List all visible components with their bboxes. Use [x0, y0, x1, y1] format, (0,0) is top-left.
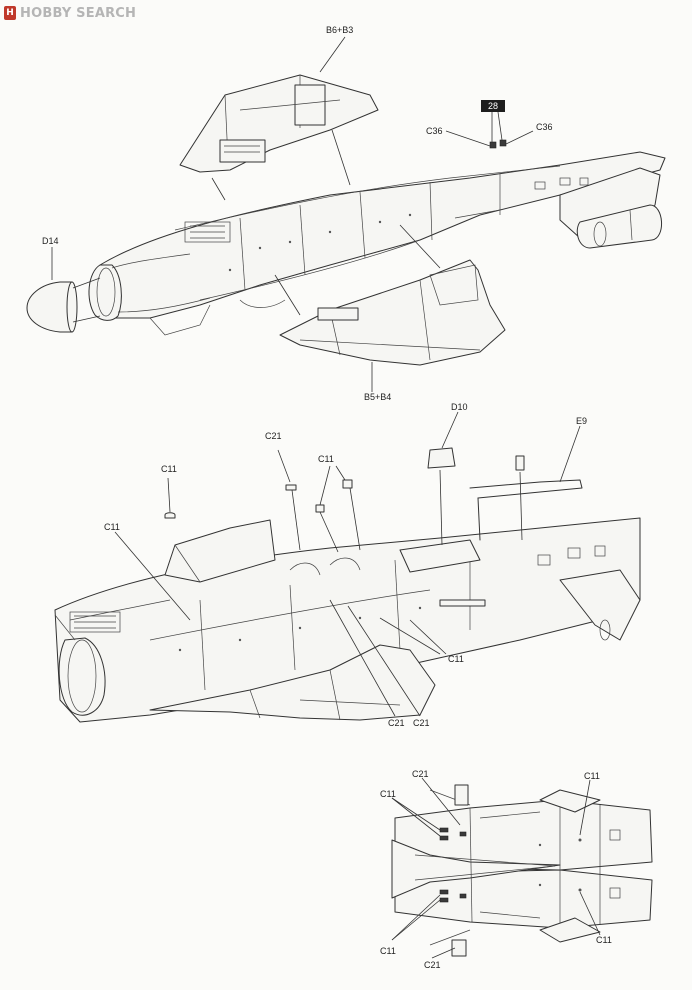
part-e9-shape [515, 455, 525, 471]
logo-mark-icon: H [4, 6, 16, 20]
label-d10: D10 [451, 402, 468, 412]
label-c21-top: C21 [265, 431, 282, 441]
middle-leader-lines [114, 411, 581, 717]
middle-small-parts [164, 447, 583, 541]
label-b6-b3: B6+B3 [326, 25, 354, 35]
inset-label-c21-bottom: C21 [424, 960, 441, 970]
inset-label-c21-top: C21 [412, 769, 429, 779]
inset-leader-lines [391, 777, 601, 959]
label-d14: D14 [42, 236, 59, 246]
label-c21-bottom-a: C21 [388, 718, 405, 728]
upper-wing-part-b6-b3 [179, 74, 379, 173]
inset-label-c11-right-bottom: C11 [596, 935, 612, 945]
label-c11-mid-right: C11 [448, 654, 464, 664]
label-c11-top-mid: C11 [318, 454, 334, 464]
label-c11-mid-left: C11 [104, 522, 120, 532]
logo-wordmark: HOBBY SEARCH [20, 5, 137, 21]
middle-assembly-fuselage [54, 517, 641, 723]
inset-label-c11-top-right: C11 [584, 771, 600, 781]
label-c36-right: C36 [536, 122, 553, 132]
part-d10-shape [427, 447, 456, 469]
upper-assembly-fuselage [88, 151, 666, 336]
nose-cone-part-d14 [26, 281, 78, 333]
upper-leader-lines [51, 36, 534, 392]
inset-label-c11-left-bottom: C11 [380, 946, 396, 956]
label-c36-left: C36 [426, 126, 443, 136]
upper-wing-part-b5-b4 [279, 259, 506, 366]
label-e9: E9 [576, 416, 588, 426]
label-c21-bottom-b: C21 [413, 718, 430, 728]
step-number-badge: 28 [481, 100, 505, 112]
watermark-logo: H HOBBY SEARCH [4, 5, 136, 21]
inset-underside-view [391, 784, 653, 957]
label-c11-top-left: C11 [161, 464, 177, 474]
label-b5-b4: B5+B4 [364, 392, 392, 402]
small-parts-c36 [489, 139, 507, 149]
inset-label-c11-left-top: C11 [380, 789, 396, 799]
